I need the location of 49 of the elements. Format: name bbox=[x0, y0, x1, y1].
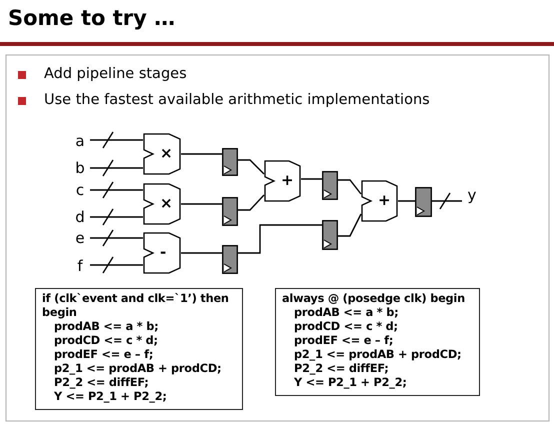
wire bbox=[398, 200, 415, 202]
operator-symbol: × bbox=[160, 144, 173, 162]
signal-name: f bbox=[74, 257, 86, 275]
signal-name: e bbox=[74, 229, 86, 247]
wire bbox=[90, 237, 143, 239]
wire bbox=[90, 216, 143, 218]
code-line: P2_2 <= diffEF; bbox=[293, 362, 390, 376]
wire bbox=[181, 252, 222, 254]
wire bbox=[238, 194, 265, 211]
code-line: Y <= P2_1 + P2_2; bbox=[293, 376, 408, 390]
code-box bbox=[35, 288, 243, 410]
code-line: prodCD <= c * d; bbox=[53, 334, 159, 348]
code-line: prodAB <= a * b; bbox=[293, 306, 400, 320]
code-line: always @ (posedge clk) begin bbox=[282, 292, 466, 306]
code-line: prodAB <= a * b; bbox=[53, 320, 160, 334]
code-line: begin bbox=[42, 306, 78, 320]
code-line: prodEF <= e – f; bbox=[53, 348, 154, 362]
bullet-text: Use the fastest available arithmetic implementations bbox=[44, 92, 430, 108]
code-line: if (clk`event and clk=`1’) then bbox=[42, 292, 230, 306]
code-line: Y <= P2_1 + P2_2; bbox=[53, 390, 168, 404]
wire bbox=[90, 139, 143, 141]
slide-title: Some to try … bbox=[8, 6, 176, 30]
wire bbox=[338, 179, 362, 194]
code-line: p2_1 <= prodAB + prodCD; bbox=[53, 362, 222, 376]
wire bbox=[90, 167, 143, 169]
wire bbox=[90, 189, 143, 191]
wire bbox=[238, 224, 322, 254]
code-line: prodEF <= e – f; bbox=[293, 334, 394, 348]
signal-name: c bbox=[74, 181, 86, 199]
operator-symbol: + bbox=[281, 171, 294, 189]
signal-name: a bbox=[74, 132, 86, 150]
signal-name: d bbox=[74, 208, 86, 226]
code-box bbox=[275, 288, 480, 396]
signal-name: y bbox=[466, 186, 478, 204]
operator-symbol: × bbox=[160, 194, 173, 212]
operator-symbol: + bbox=[378, 191, 391, 209]
code-line: prodCD <= c * d; bbox=[293, 320, 399, 334]
wire bbox=[181, 203, 222, 205]
wire bbox=[90, 264, 143, 266]
wire bbox=[432, 200, 462, 202]
bullet-text: Add pipeline stages bbox=[44, 66, 187, 82]
operator-symbol: - bbox=[160, 243, 166, 261]
wire bbox=[238, 159, 264, 174]
wire bbox=[181, 153, 222, 155]
code-line: p2_1 <= prodAB + prodCD; bbox=[293, 348, 462, 362]
signal-name: b bbox=[74, 159, 86, 177]
wire bbox=[338, 214, 362, 237]
code-line: P2_2 <= diffEF; bbox=[53, 376, 150, 390]
wire bbox=[301, 178, 322, 180]
